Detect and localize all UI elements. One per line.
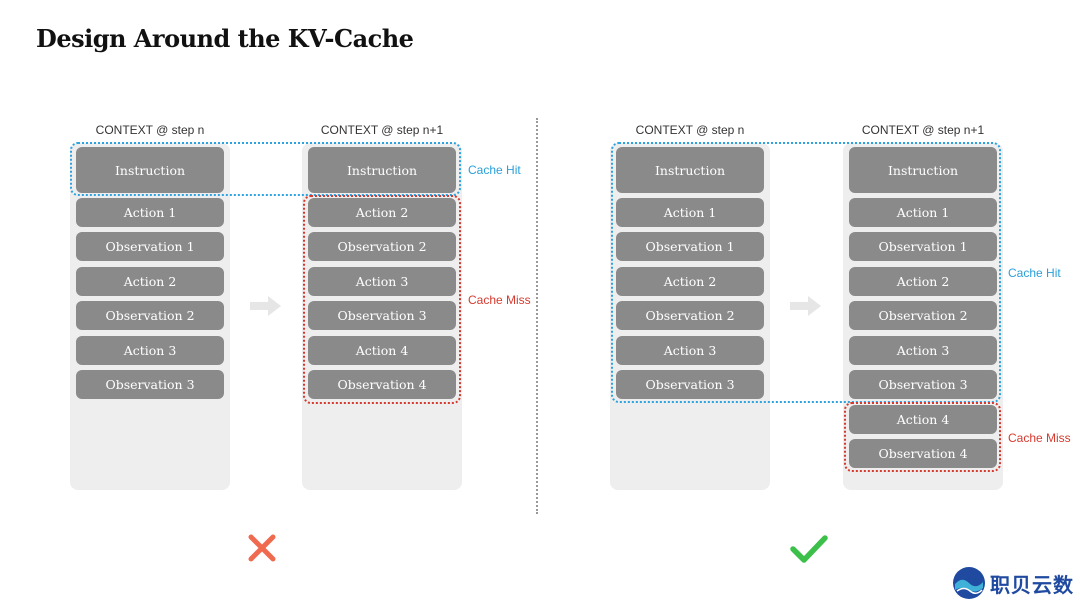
- right-cache-hit-label: Cache Hit: [1008, 266, 1061, 280]
- context-block: Observation 3: [76, 370, 224, 399]
- context-block: Observation 1: [76, 232, 224, 261]
- left-cache-miss-label: Cache Miss: [468, 293, 531, 307]
- context-block: Action 3: [76, 336, 224, 365]
- context-block: Observation 4: [849, 439, 997, 468]
- context-block: Action 3: [849, 336, 997, 365]
- context-block: Action 2: [849, 267, 997, 296]
- left-step-n1-label: CONTEXT @ step n+1: [320, 123, 444, 137]
- context-block: Action 1: [76, 198, 224, 227]
- right-context-n-panel: Instruction Action 1 Observation 1 Actio…: [610, 143, 770, 490]
- context-block: Observation 1: [849, 232, 997, 261]
- section-divider: [536, 118, 538, 514]
- left-context-n-panel: Instruction Action 1 Observation 1 Actio…: [70, 143, 230, 490]
- logo-text: 职贝云数: [990, 572, 1074, 597]
- context-block: Action 4: [308, 336, 456, 365]
- context-block: Action 4: [849, 405, 997, 434]
- context-block: Instruction: [76, 147, 224, 193]
- right-step-n-label: CONTEXT @ step n: [635, 123, 745, 137]
- context-block: Instruction: [308, 147, 456, 193]
- right-cache-miss-outline: [844, 402, 1001, 472]
- slide-title: Design Around the KV-Cache: [36, 24, 414, 53]
- context-block: Action 2: [76, 267, 224, 296]
- wave-logo-icon: [953, 567, 985, 599]
- brand-logo: 职贝云数: [952, 566, 1074, 600]
- left-context-n1-panel: Instruction Action 2 Observation 2 Actio…: [302, 143, 462, 490]
- context-block: Action 1: [849, 198, 997, 227]
- context-block: Instruction: [849, 147, 997, 193]
- left-cache-hit-label: Cache Hit: [468, 163, 521, 177]
- context-block: Observation 3: [308, 301, 456, 330]
- left-arrow-icon: [250, 296, 281, 316]
- left-cache-hit-outline: [70, 142, 461, 196]
- context-block: Observation 2: [308, 232, 456, 261]
- context-block: Action 1: [616, 198, 764, 227]
- context-block: Observation 1: [616, 232, 764, 261]
- left-cache-miss-outline: [303, 195, 461, 404]
- right-cache-miss-label: Cache Miss: [1008, 431, 1071, 445]
- right-step-n1-label: CONTEXT @ step n+1: [861, 123, 985, 137]
- context-block: Observation 2: [616, 301, 764, 330]
- right-cache-hit-outline: [611, 142, 1001, 403]
- right-context-n1-panel: Instruction Action 1 Observation 1 Actio…: [843, 143, 1003, 490]
- context-block: Instruction: [616, 147, 764, 193]
- context-block: Observation 2: [76, 301, 224, 330]
- context-block: Observation 2: [849, 301, 997, 330]
- check-icon: [790, 535, 828, 563]
- context-block: Action 3: [616, 336, 764, 365]
- right-arrow-icon: [790, 296, 821, 316]
- left-step-n-label: CONTEXT @ step n: [95, 123, 205, 137]
- cross-icon: [248, 534, 276, 562]
- context-block: Action 2: [308, 198, 456, 227]
- context-block: Action 3: [308, 267, 456, 296]
- context-block: Action 2: [616, 267, 764, 296]
- context-block: Observation 3: [616, 370, 764, 399]
- context-block: Observation 4: [308, 370, 456, 399]
- context-block: Observation 3: [849, 370, 997, 399]
